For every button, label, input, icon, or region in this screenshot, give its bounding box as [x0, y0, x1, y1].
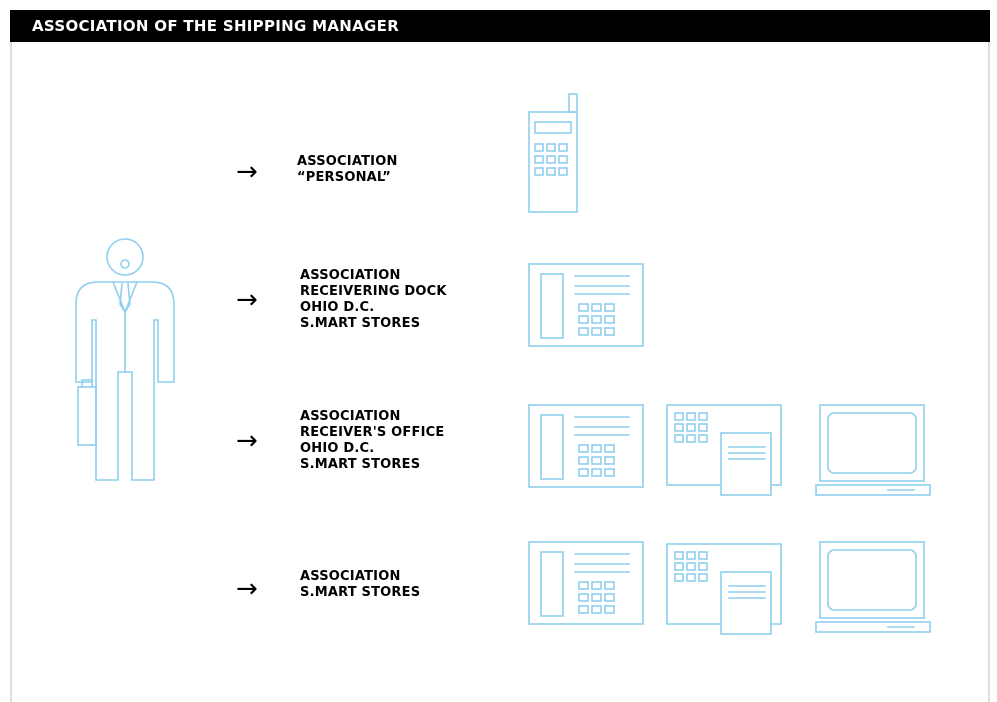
- label-line: “PERSONAL”: [297, 170, 392, 185]
- desk-phone-icon: [527, 540, 645, 626]
- arrow-row-4: →: [236, 574, 258, 604]
- label-line: RECEIVERING DOCK: [300, 284, 447, 299]
- computer-terminal-icon: [814, 403, 932, 497]
- label-row-1: ASSOCIATION “PERSONAL”: [297, 154, 398, 186]
- desk-phone-icon: [527, 262, 645, 348]
- label-line: ASSOCIATION: [300, 569, 401, 584]
- label-line: S.MART STORES: [300, 585, 421, 600]
- arrow-row-3: →: [236, 426, 258, 456]
- fax-machine-icon: [665, 403, 785, 497]
- computer-terminal-icon: [814, 540, 932, 634]
- desk-phone-icon: [527, 403, 645, 489]
- fax-machine-icon: [665, 542, 785, 636]
- label-line: ASSOCIATION: [300, 268, 401, 283]
- label-row-3: ASSOCIATION RECEIVER'S OFFICE OHIO D.C. …: [300, 409, 444, 473]
- label-line: OHIO D.C.: [300, 441, 375, 456]
- label-line: ASSOCIATION: [300, 409, 401, 424]
- title-bar: ASSOCIATION OF THE SHIPPING MANAGER: [10, 10, 990, 42]
- arrow-row-1: →: [236, 157, 258, 187]
- frame-left-border: [10, 42, 12, 702]
- label-line: ASSOCIATION: [297, 154, 398, 169]
- frame-right-border: [988, 42, 990, 702]
- businessman-with-briefcase-icon: [75, 238, 175, 481]
- label-line: RECEIVER'S OFFICE: [300, 425, 445, 440]
- arrow-row-2: →: [236, 285, 258, 315]
- mobile-phone-icon: [527, 92, 587, 214]
- label-line: S.MART STORES: [300, 457, 421, 472]
- label-line: S.MART STORES: [300, 316, 421, 331]
- label-row-4: ASSOCIATION S.MART STORES: [300, 569, 420, 601]
- label-line: OHIO D.C.: [300, 300, 375, 315]
- label-row-2: ASSOCIATION RECEIVERING DOCK OHIO D.C. S…: [300, 268, 447, 332]
- diagram-title: ASSOCIATION OF THE SHIPPING MANAGER: [32, 17, 400, 35]
